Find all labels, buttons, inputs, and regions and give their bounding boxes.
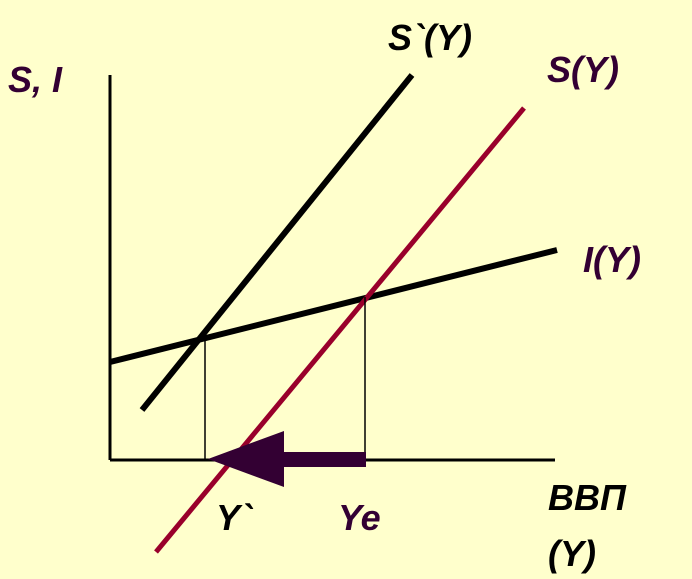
shifted-saving-line <box>139 73 415 412</box>
shift-arrow-head <box>208 431 284 487</box>
shifted-saving-label: S`(Y) <box>388 17 472 58</box>
x-axis-label-line2: (Y) <box>548 533 596 574</box>
saving-label: S(Y) <box>547 49 619 90</box>
x-axis-label-line1: ВВП <box>548 477 627 518</box>
new-equilibrium-label: Y` <box>216 497 254 538</box>
investment-line <box>109 247 558 365</box>
shift-arrow-shaft <box>270 452 366 467</box>
equilibrium-label: Ye <box>338 497 381 538</box>
investment-label: I(Y) <box>583 239 641 280</box>
y-axis-label: S, I <box>8 59 63 100</box>
saving-line <box>154 106 526 554</box>
